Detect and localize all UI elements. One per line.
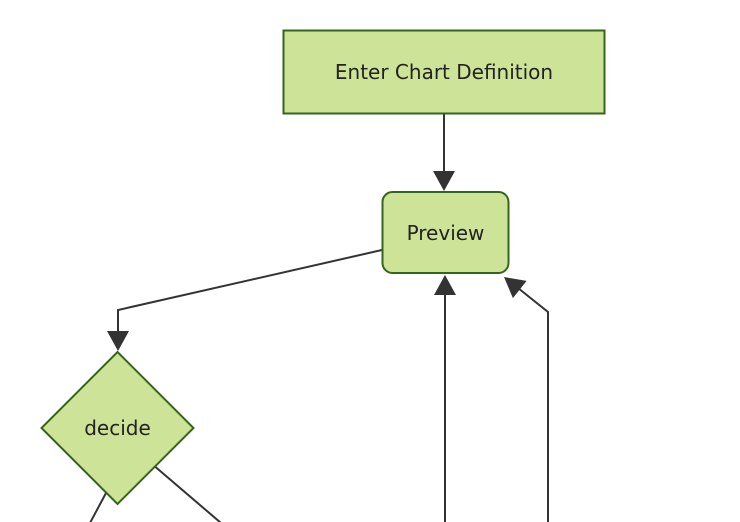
node-preview-shape	[381, 191, 510, 274]
edge-preview-to-decide	[117, 249, 383, 336]
arrowhead-preview-to-decide	[107, 331, 129, 351]
node-preview: Preview	[381, 191, 510, 274]
node-decide-label: decide	[84, 416, 151, 440]
node-preview-label: Preview	[407, 221, 485, 245]
node-enter-chart-definition: Enter Chart Definition	[282, 29, 606, 115]
edge-decide-to-offscreen-left	[89, 492, 107, 522]
arrowhead-bottom-to-preview	[434, 275, 456, 295]
arrowhead-enter-to-preview	[433, 171, 455, 191]
node-enter-chart-definition-label: Enter Chart Definition	[335, 60, 553, 84]
node-decide: decide	[40, 350, 195, 506]
edge-decide-to-offscreen-right	[151, 463, 222, 522]
node-decide-shape	[40, 350, 195, 506]
edge-bottomright-to-preview	[512, 283, 549, 522]
node-enter-chart-definition-shape	[282, 29, 606, 115]
arrowhead-bottomright-to-preview	[504, 277, 527, 299]
